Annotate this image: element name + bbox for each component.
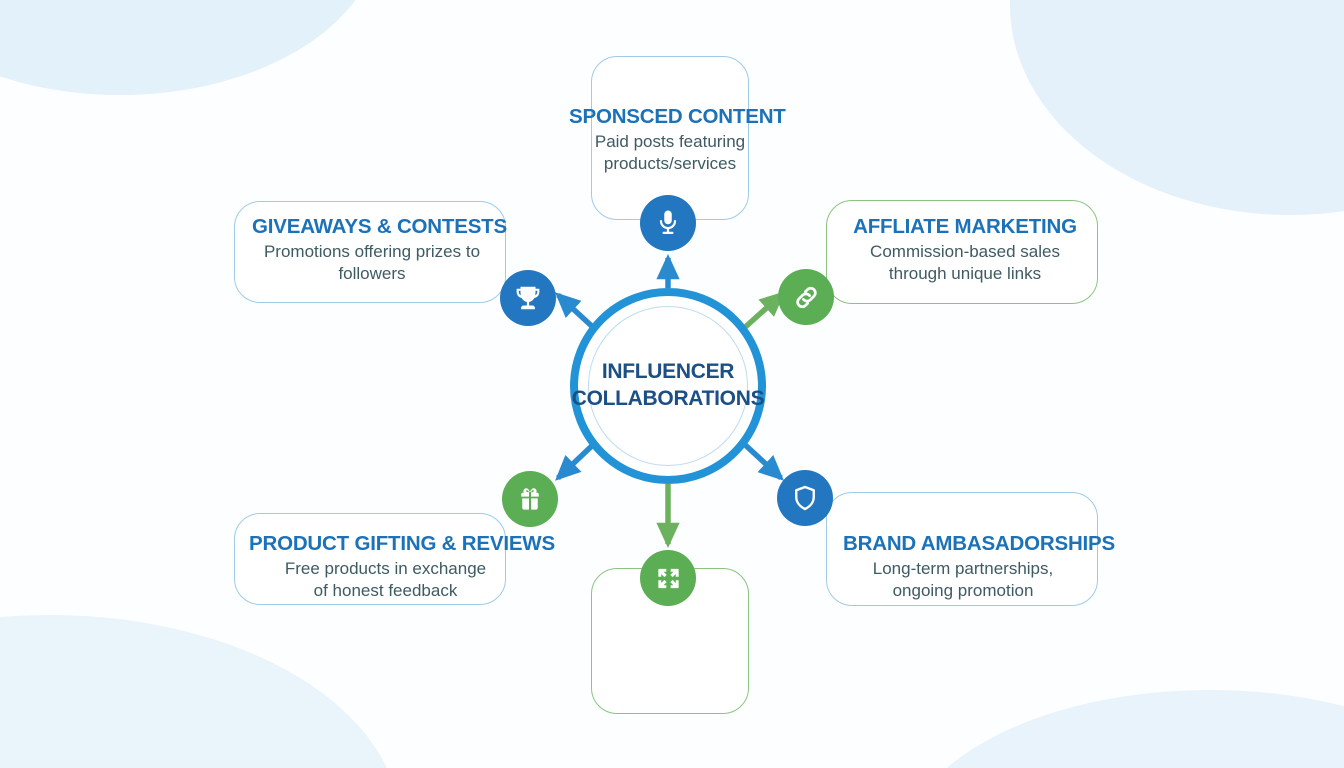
- badge-empty-node[interactable]: [640, 550, 696, 606]
- link-icon: [791, 282, 822, 313]
- card-giveaways-contests[interactable]: [234, 201, 506, 303]
- badge-affiliate-marketing[interactable]: [778, 269, 834, 325]
- hub-influencer-collaborations[interactable]: INFLUENCER COLLABORATIONS: [570, 288, 766, 484]
- microphone-icon: [653, 208, 683, 238]
- badge-product-gifting-reviews[interactable]: [502, 471, 558, 527]
- card-product-gifting-reviews[interactable]: [234, 513, 506, 605]
- gift-icon: [515, 484, 545, 514]
- arrow-to-brand-ambassadorships: [740, 439, 784, 481]
- arrow-to-giveaways: [555, 292, 598, 333]
- shield-icon: [790, 483, 820, 513]
- hub-inner-ring: [588, 306, 748, 466]
- card-affiliate-marketing[interactable]: [826, 200, 1098, 304]
- trophy-icon: [513, 283, 543, 313]
- hub-label: INFLUENCER COLLABORATIONS: [572, 359, 765, 413]
- arrow-to-product-gifting: [555, 440, 598, 481]
- arrow-to-affiliate: [740, 291, 786, 333]
- badge-sponsored-content[interactable]: [640, 195, 696, 251]
- badge-giveaways-contests[interactable]: [500, 270, 556, 326]
- hub-label-line-2: COLLABORATIONS: [571, 387, 765, 410]
- card-brand-ambassadorships[interactable]: [826, 492, 1098, 606]
- badge-brand-ambassadorships[interactable]: [777, 470, 833, 526]
- recycle-icon: [654, 564, 683, 593]
- hub-label-line-1: INFLUENCER: [601, 360, 735, 384]
